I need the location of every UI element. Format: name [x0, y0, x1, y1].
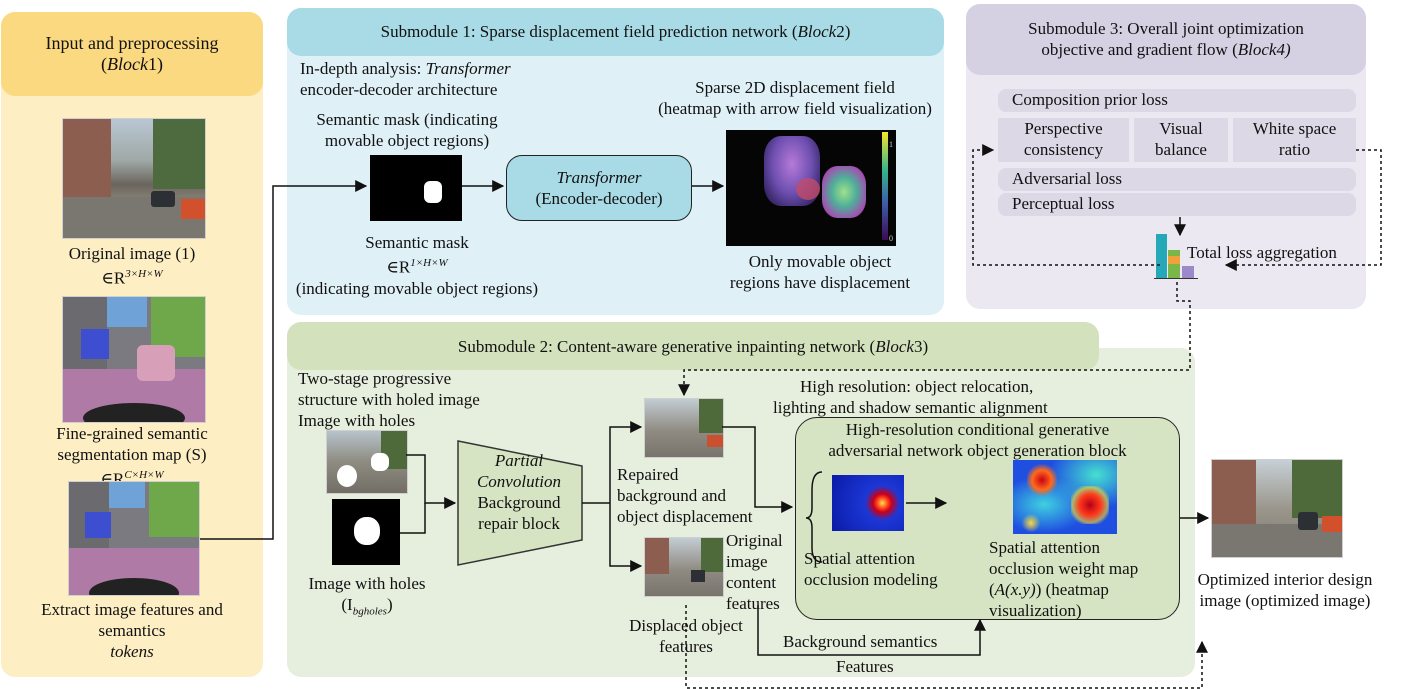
background-semantics-label: Background semantics [783, 632, 938, 651]
displacement-field-bottom-label: Only movable object regions have displac… [729, 252, 911, 292]
holes-bottom-label: Image with holes (Ibgholes) [308, 574, 426, 618]
feature-map-caption: Extract image features and semantics tok… [41, 600, 223, 661]
total-loss-label: Total loss aggregation [1187, 243, 1337, 262]
repaired-label: Repaired background and object displacem… [617, 465, 753, 526]
output-label: Optimized interior design image (optimiz… [1197, 570, 1373, 610]
submodule2-title: Submodule 2: Content-aware generative in… [457, 337, 929, 356]
original-content-image-building [645, 538, 669, 574]
spatial-attention-label: Spatial attention occlusion modeling [804, 549, 938, 589]
displacement-field-heatmap: 1 0 [726, 130, 896, 246]
optimized-image-trees [1292, 460, 1342, 518]
original-image-building-left [63, 119, 111, 197]
heatmap-large-yellow [1021, 514, 1041, 532]
heatmap-colorbar-bottom: 0 [889, 234, 893, 243]
submodule1-analysis: In-depth analysis: Transformer encoder-d… [300, 59, 511, 99]
heatmap-blob-red [796, 178, 820, 200]
holed-image-hole2 [371, 453, 389, 471]
segmentation-map-object [137, 345, 175, 381]
semantic-mask-top-label: Semantic mask (indicating movable object… [316, 110, 498, 150]
bar-axis [1154, 278, 1198, 279]
features-label: Features [836, 657, 894, 676]
original-content-label: Original image content features [726, 531, 783, 613]
attention-heatmap-small [832, 475, 904, 531]
high-resolution-label: High resolution: object relocation, ligh… [773, 377, 1048, 417]
hole-mask-image [332, 499, 400, 565]
bar-purple [1182, 266, 1194, 278]
segmentation-map-caption: Fine-grained semantic segmentation map (… [56, 424, 208, 489]
partial-convolution-label: Partial Convolution Background repair bl… [476, 451, 562, 533]
hole-mask-blob [354, 517, 380, 545]
displacement-field-label: Sparse 2D displacement field (heatmap wi… [658, 78, 932, 118]
adversarial-loss: Adversarial loss [998, 168, 1356, 191]
perspective-consistency-cell: Perspective consistency [998, 118, 1129, 162]
holed-image [326, 430, 408, 494]
optimized-image-barrier [1322, 516, 1342, 532]
white-space-ratio-cell: White space ratio [1233, 118, 1356, 162]
heatmap-colorbar-top: 1 [889, 140, 893, 149]
original-content-image [644, 537, 724, 597]
semantic-mask-image [370, 155, 462, 221]
optimized-image [1211, 459, 1343, 558]
original-image-caption: Original image (1) ∈R3×H×W [68, 244, 196, 288]
weight-map-label: Spatial attention occlusion weight map (… [989, 538, 1139, 620]
segmentation-map-person [81, 329, 109, 359]
repaired-image [644, 398, 724, 458]
heatmap-large-red2 [1071, 486, 1109, 524]
feature-map [68, 481, 200, 596]
original-image-car [151, 191, 175, 207]
original-image [62, 118, 206, 239]
submodule1-header [287, 8, 944, 56]
submodule3-header [966, 4, 1366, 75]
heatmap-colorbar [882, 132, 888, 240]
semantic-mask-bottom-label: Semantic mask ∈R1×H×W (indicating movabl… [295, 233, 539, 298]
displaced-features-label: Displaced object features [629, 616, 743, 656]
segmentation-map-hood [83, 403, 185, 422]
optimized-image-building [1212, 460, 1256, 524]
repaired-image-trees [699, 399, 723, 433]
optimized-image-car [1298, 512, 1318, 530]
visual-balance-cell: Visual balance [1134, 118, 1228, 162]
perceptual-loss: Perceptual loss [998, 193, 1356, 216]
original-content-image-trees [701, 538, 723, 572]
feature-map-vegetation [149, 482, 199, 537]
original-image-barrier [181, 199, 205, 219]
composition-prior-loss: Composition prior loss [998, 89, 1356, 112]
original-content-image-car [691, 570, 705, 582]
feature-map-hood [89, 578, 179, 595]
total-loss-bar-icon [1152, 230, 1202, 280]
repaired-image-barrier [707, 435, 723, 447]
input-panel-header [1, 12, 263, 96]
optimized-image-road [1212, 524, 1342, 557]
bar-green [1168, 250, 1180, 278]
input-panel-title: Input and preprocessing (Block1) [45, 33, 219, 74]
bar-orange [1168, 256, 1180, 264]
segmentation-map-sky [107, 297, 147, 327]
attention-heatmap-large [1013, 460, 1117, 534]
holed-image-hole1 [337, 465, 357, 487]
heatmap-large-red1 [1027, 464, 1057, 496]
segmentation-map [62, 296, 206, 423]
submodule1-title: Submodule 1: Sparse displacement field p… [380, 22, 851, 41]
feature-map-sky [109, 482, 145, 508]
two-stage-label: Two-stage progressive structure with hol… [298, 369, 480, 430]
transformer-label: Transformer (Encoder-decoder) [535, 168, 663, 208]
bar-teal [1156, 234, 1167, 278]
gan-block-title: High-resolution conditional generative a… [828, 420, 1127, 460]
heatmap-blob-green [822, 166, 866, 218]
transformer-box [506, 155, 692, 221]
original-image-building-right [153, 119, 205, 189]
feature-map-person [85, 512, 111, 538]
submodule3-title: Submodule 3: Overall joint optimization … [1028, 19, 1304, 59]
semantic-mask-blob [424, 181, 442, 203]
